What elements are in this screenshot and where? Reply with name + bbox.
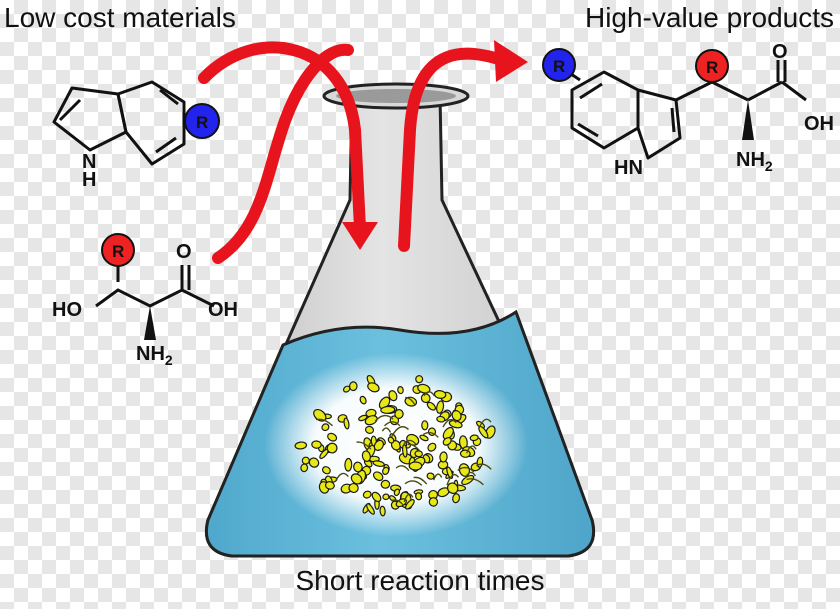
arrowhead-down <box>342 222 378 250</box>
r-blue-substituent: R <box>184 103 220 139</box>
indole-h: H <box>82 169 96 191</box>
threonine-ho: HO <box>52 299 82 321</box>
svg-text:R: R <box>112 242 124 261</box>
reaction-arrows <box>198 41 508 264</box>
r-red-substituent-product: R <box>695 49 729 83</box>
wedge-bond <box>144 306 156 340</box>
product-hn: HN <box>614 157 643 179</box>
svg-text:R: R <box>706 58 718 77</box>
flask-mouth <box>336 89 456 103</box>
product-wedge-bond <box>742 100 754 140</box>
product-o: O <box>772 41 788 63</box>
svg-text:R: R <box>196 113 208 132</box>
heading-short-reaction: Short reaction times <box>295 565 545 596</box>
heading-low-cost: Low cost materials <box>4 2 236 33</box>
heading-high-value: High-value products <box>584 2 834 33</box>
indole-n: N <box>82 151 96 173</box>
r-blue-substituent-product: R <box>542 48 576 82</box>
threonine-structure <box>95 262 215 308</box>
threonine-oh: OH <box>208 299 238 321</box>
product-structure <box>567 60 807 160</box>
svg-text:R: R <box>553 57 565 76</box>
arrow-product-out <box>398 47 508 252</box>
threonine-nh2: NH2 <box>136 343 173 368</box>
arrowhead-right <box>494 40 528 82</box>
arrow-indole-in <box>198 41 366 234</box>
threonine-o: O <box>176 241 192 263</box>
product-nh2: NH2 <box>736 149 773 174</box>
enzyme-ribbon-icon <box>264 353 528 537</box>
arrow-threonine-in <box>212 43 354 264</box>
r-red-substituent-left: R <box>101 233 135 267</box>
product-oh: OH <box>804 113 834 135</box>
indole-structure <box>52 80 196 166</box>
